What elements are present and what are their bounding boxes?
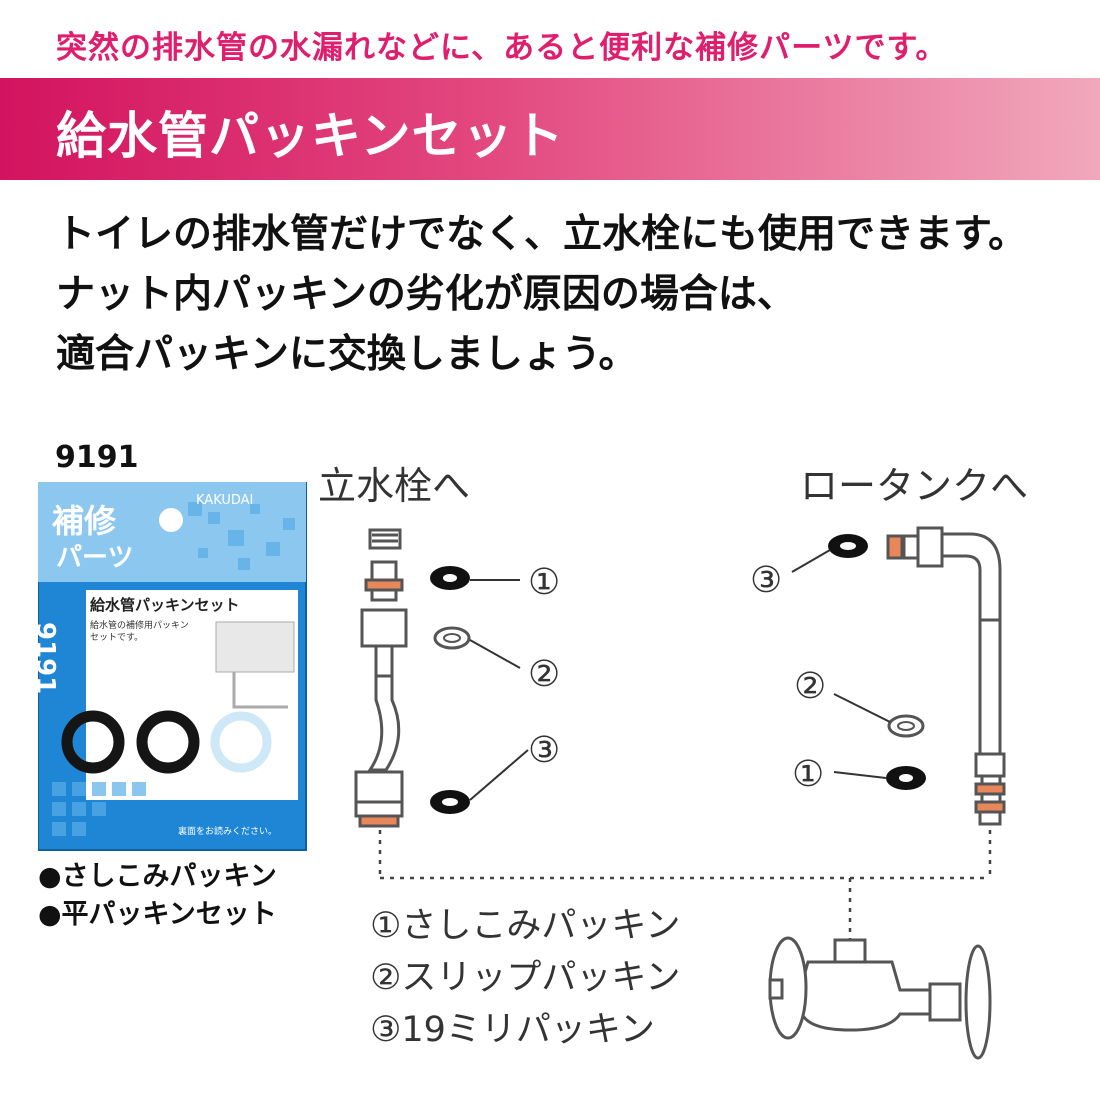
description: トイレの排水管だけでなく、立水栓にも使用できます。 ナット内パッキンの劣化が原因… — [56, 205, 1027, 385]
product-package-image: 補修 パーツ KAKUDAI 9191 給水管パッキンセット 給水管の補修用パッ… — [38, 482, 307, 851]
title-banner: 給水管パッキンセット — [0, 78, 1100, 180]
feature-list: ●さしこみパッキン ●平パッキンセット — [38, 858, 277, 934]
parts-legend: ①さしこみパッキン ②スリップパッキン ③19ミリパッキン — [370, 900, 680, 1056]
model-number: 9191 — [55, 440, 139, 475]
right-pipe-assembly — [886, 526, 1006, 826]
stop-valve — [768, 936, 992, 1060]
connection-diagram: ① ② ③ ③ ② ① — [354, 526, 1006, 1060]
right-diagram-title: ロータンクへ — [800, 464, 1029, 508]
package-side-number: 9191 — [38, 622, 60, 694]
feature-item: ●さしこみパッキン — [38, 861, 277, 892]
right-marker-2: ② — [794, 666, 826, 707]
package-badge-line1: 補修 — [52, 502, 117, 540]
left-marker-2: ② — [528, 654, 560, 695]
left-pipe-assembly — [354, 528, 408, 828]
package-brand-logo: KAKUDAI — [196, 493, 253, 508]
description-line: ナット内パッキンの劣化が原因の場合は、 — [56, 272, 796, 317]
right-marker-1: ① — [792, 754, 824, 795]
legend-item: ①さしこみパッキン — [370, 906, 681, 946]
page-title: 給水管パッキンセット — [56, 107, 565, 165]
package-desc-line1: 給水管の補修用パッキン — [90, 619, 189, 631]
left-marker-1: ① — [528, 562, 560, 603]
package-badge-line2: パーツ — [56, 543, 133, 573]
description-line: 適合パッキンに交換しましょう。 — [56, 332, 638, 377]
left-marker-3: ③ — [528, 730, 560, 771]
description-line: トイレの排水管だけでなく、立水栓にも使用できます。 — [56, 212, 1028, 257]
package-back-note: 裏面をお読みください。 — [178, 825, 277, 837]
package-product-name: 給水管パッキンセット — [90, 596, 240, 614]
legend-item: ②スリップパッキン — [370, 958, 681, 998]
header-tagline: 突然の排水管の水漏れなどに、あると便利な補修パーツです。 — [56, 30, 948, 66]
package-desc-line2: セットです。 — [90, 632, 143, 643]
left-diagram-title: 立水栓へ — [318, 464, 471, 508]
legend-item: ③19ミリパッキン — [370, 1010, 655, 1050]
feature-item: ●平パッキンセット — [38, 899, 277, 930]
right-marker-3: ③ — [750, 560, 782, 601]
